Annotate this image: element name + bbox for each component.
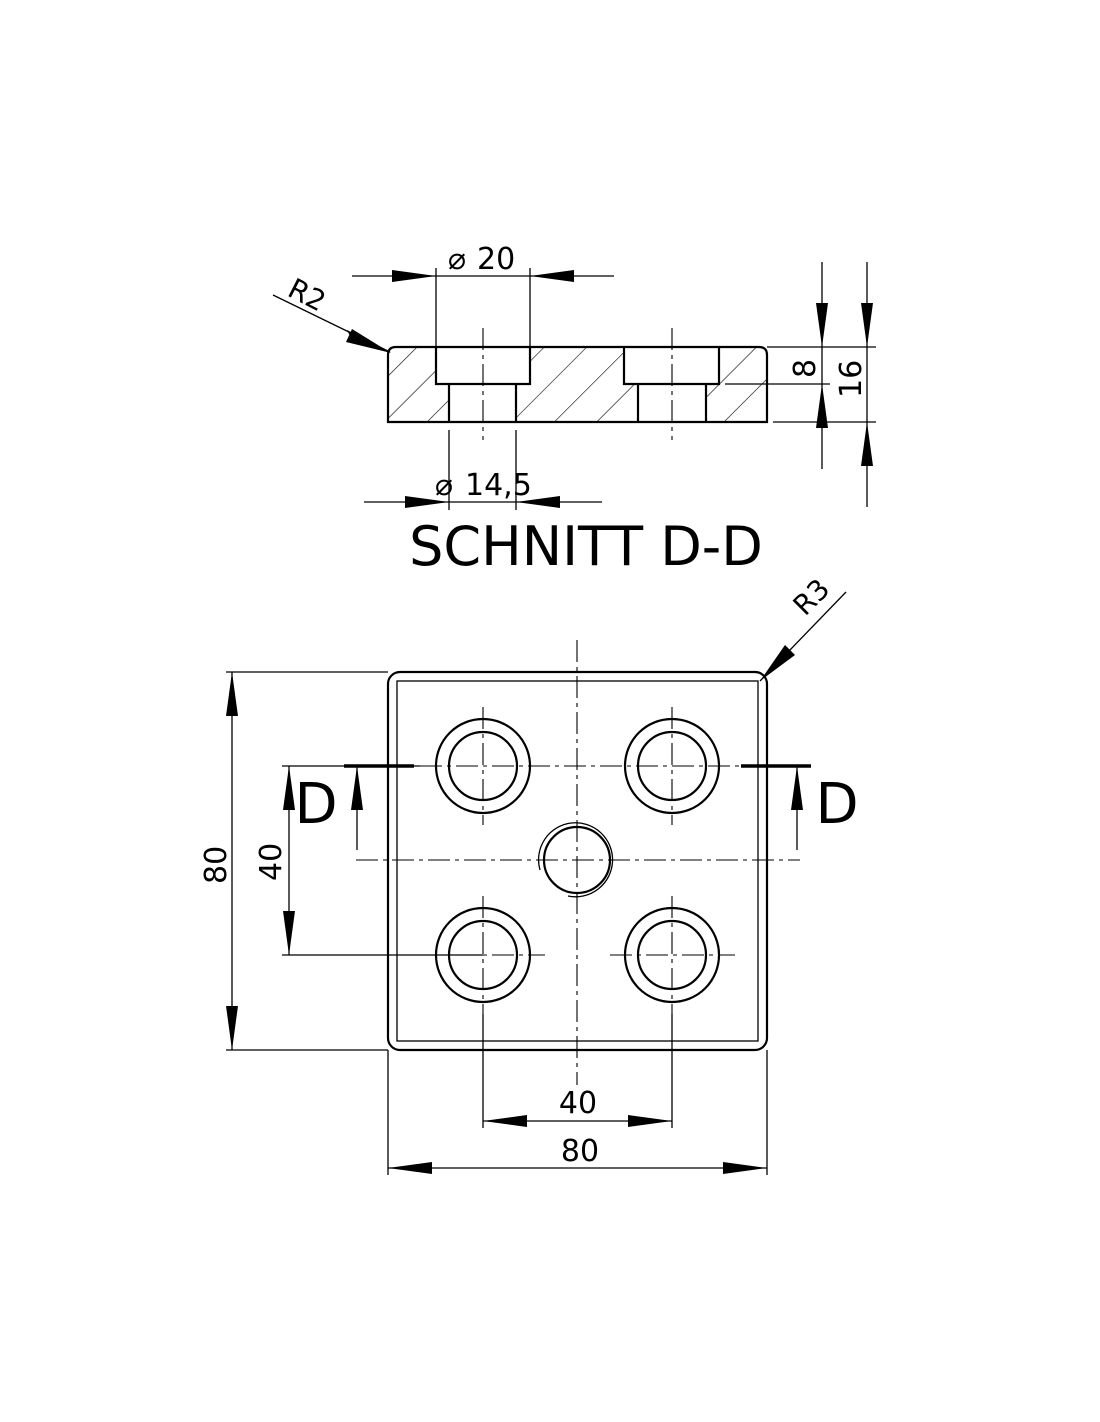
section-letter: D: [294, 772, 337, 837]
dim-width: 80: [387, 1050, 768, 1175]
diameter-symbol: ⌀: [435, 468, 453, 503]
dim-label: 20: [477, 242, 515, 277]
dim-label: 40: [559, 1086, 597, 1121]
dim-edge-radius: R2: [272, 272, 391, 353]
dim-counterbore-diameter: ⌀ 20: [352, 242, 614, 347]
section-hatch: [388, 347, 767, 422]
centerlines: [356, 640, 800, 1085]
diameter-symbol: ⌀: [448, 242, 466, 277]
dim-hole-spacing-horizontal: 40: [482, 1014, 673, 1128]
section-marker-left: D: [294, 764, 414, 850]
dim-thickness: 8 16: [725, 262, 876, 507]
section-title: SCHNITT D-D: [409, 515, 763, 578]
section-view: ⌀ 20 ⌀ 14,5 R2: [272, 242, 876, 578]
dim-label: 80: [561, 1134, 599, 1169]
section-letter: D: [815, 772, 858, 837]
dim-label: 14,5: [465, 468, 532, 503]
dim-label: 80: [199, 846, 234, 884]
section-marker-right: D: [741, 764, 859, 850]
dim-label-thickness: 16: [834, 360, 869, 398]
plan-view: D D R3 80 40: [199, 572, 859, 1175]
dim-height: 80: [199, 671, 388, 1051]
dim-label: R2: [283, 272, 331, 318]
dim-hole-spacing-vertical: 40: [254, 765, 483, 956]
dim-hole-diameter: ⌀ 14,5: [364, 430, 602, 510]
dim-label-depth: 8: [788, 359, 823, 378]
dim-label: R3: [787, 572, 837, 622]
dim-label: 40: [254, 843, 289, 881]
dim-corner-radius: R3: [759, 572, 847, 682]
section-outline: [386, 345, 769, 424]
